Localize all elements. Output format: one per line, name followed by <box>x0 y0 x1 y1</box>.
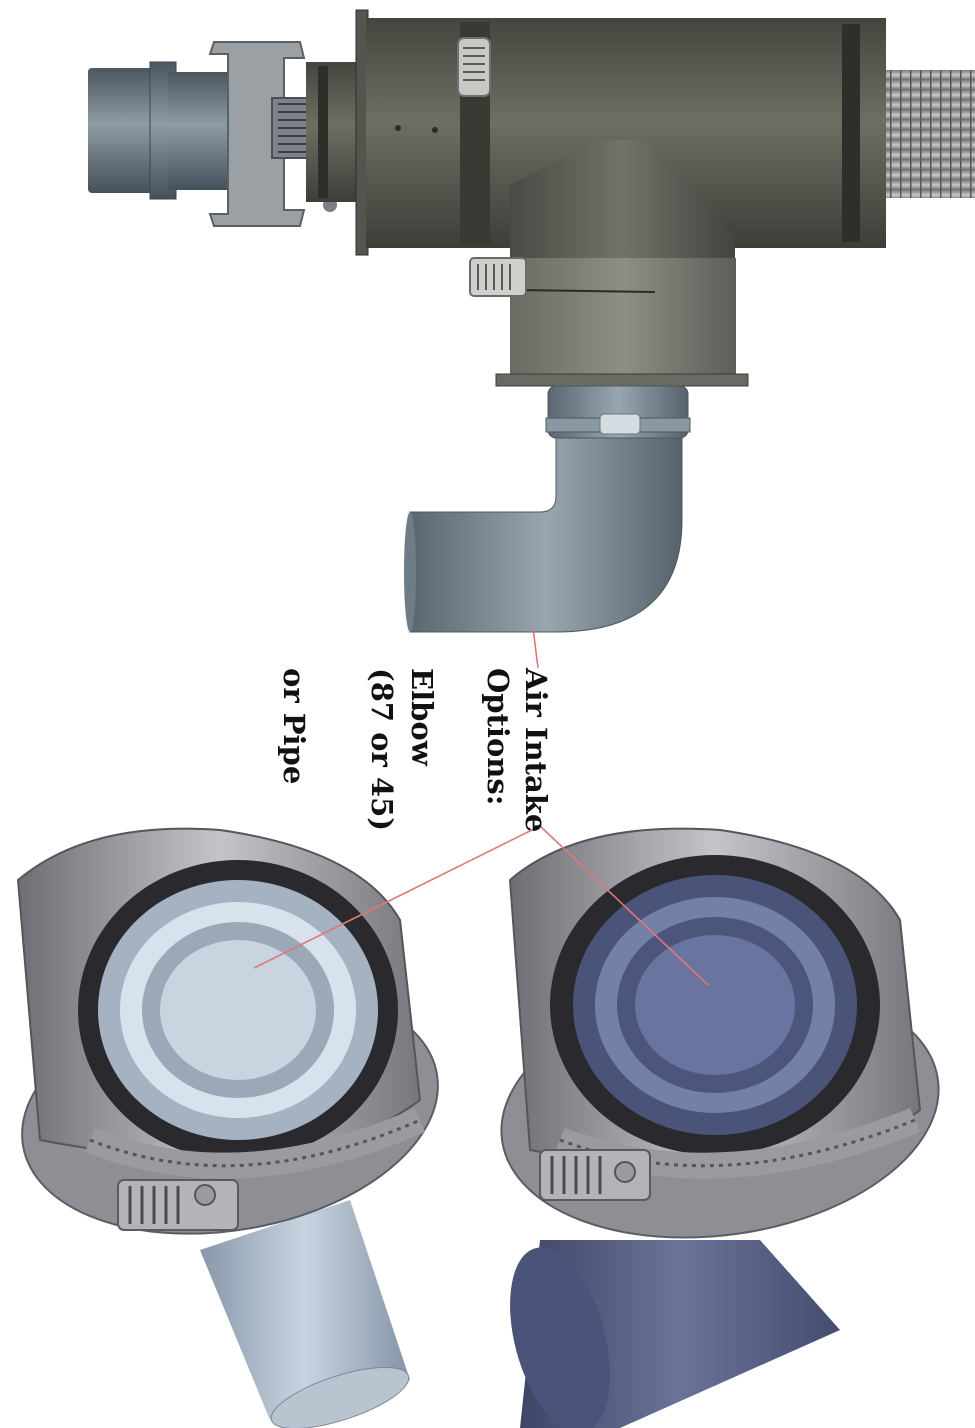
label-options: Options: <box>481 668 515 806</box>
flex-hose <box>886 70 975 198</box>
spring-clamp <box>208 41 306 227</box>
adapter-pipe <box>88 68 168 193</box>
label-or-pipe: or Pipe <box>277 668 311 785</box>
pipe-adapter-option <box>16 827 439 1428</box>
tee-branch <box>510 140 735 262</box>
leader-line-elbow <box>532 627 539 669</box>
leader-line-light-adapter <box>253 825 541 969</box>
intake-elbow <box>404 385 691 633</box>
label-air-intake: Air Intake <box>519 668 553 833</box>
leader-line-blue-adapter <box>539 825 709 986</box>
vent-tee-assembly <box>88 9 975 387</box>
body-band-clamp <box>457 37 491 97</box>
elbow-adapter-option <box>500 827 940 1428</box>
leader-lines <box>253 627 709 986</box>
label-elbow: Elbow <box>405 668 439 766</box>
label-elbow-angles: (87 or 45) <box>365 668 399 831</box>
